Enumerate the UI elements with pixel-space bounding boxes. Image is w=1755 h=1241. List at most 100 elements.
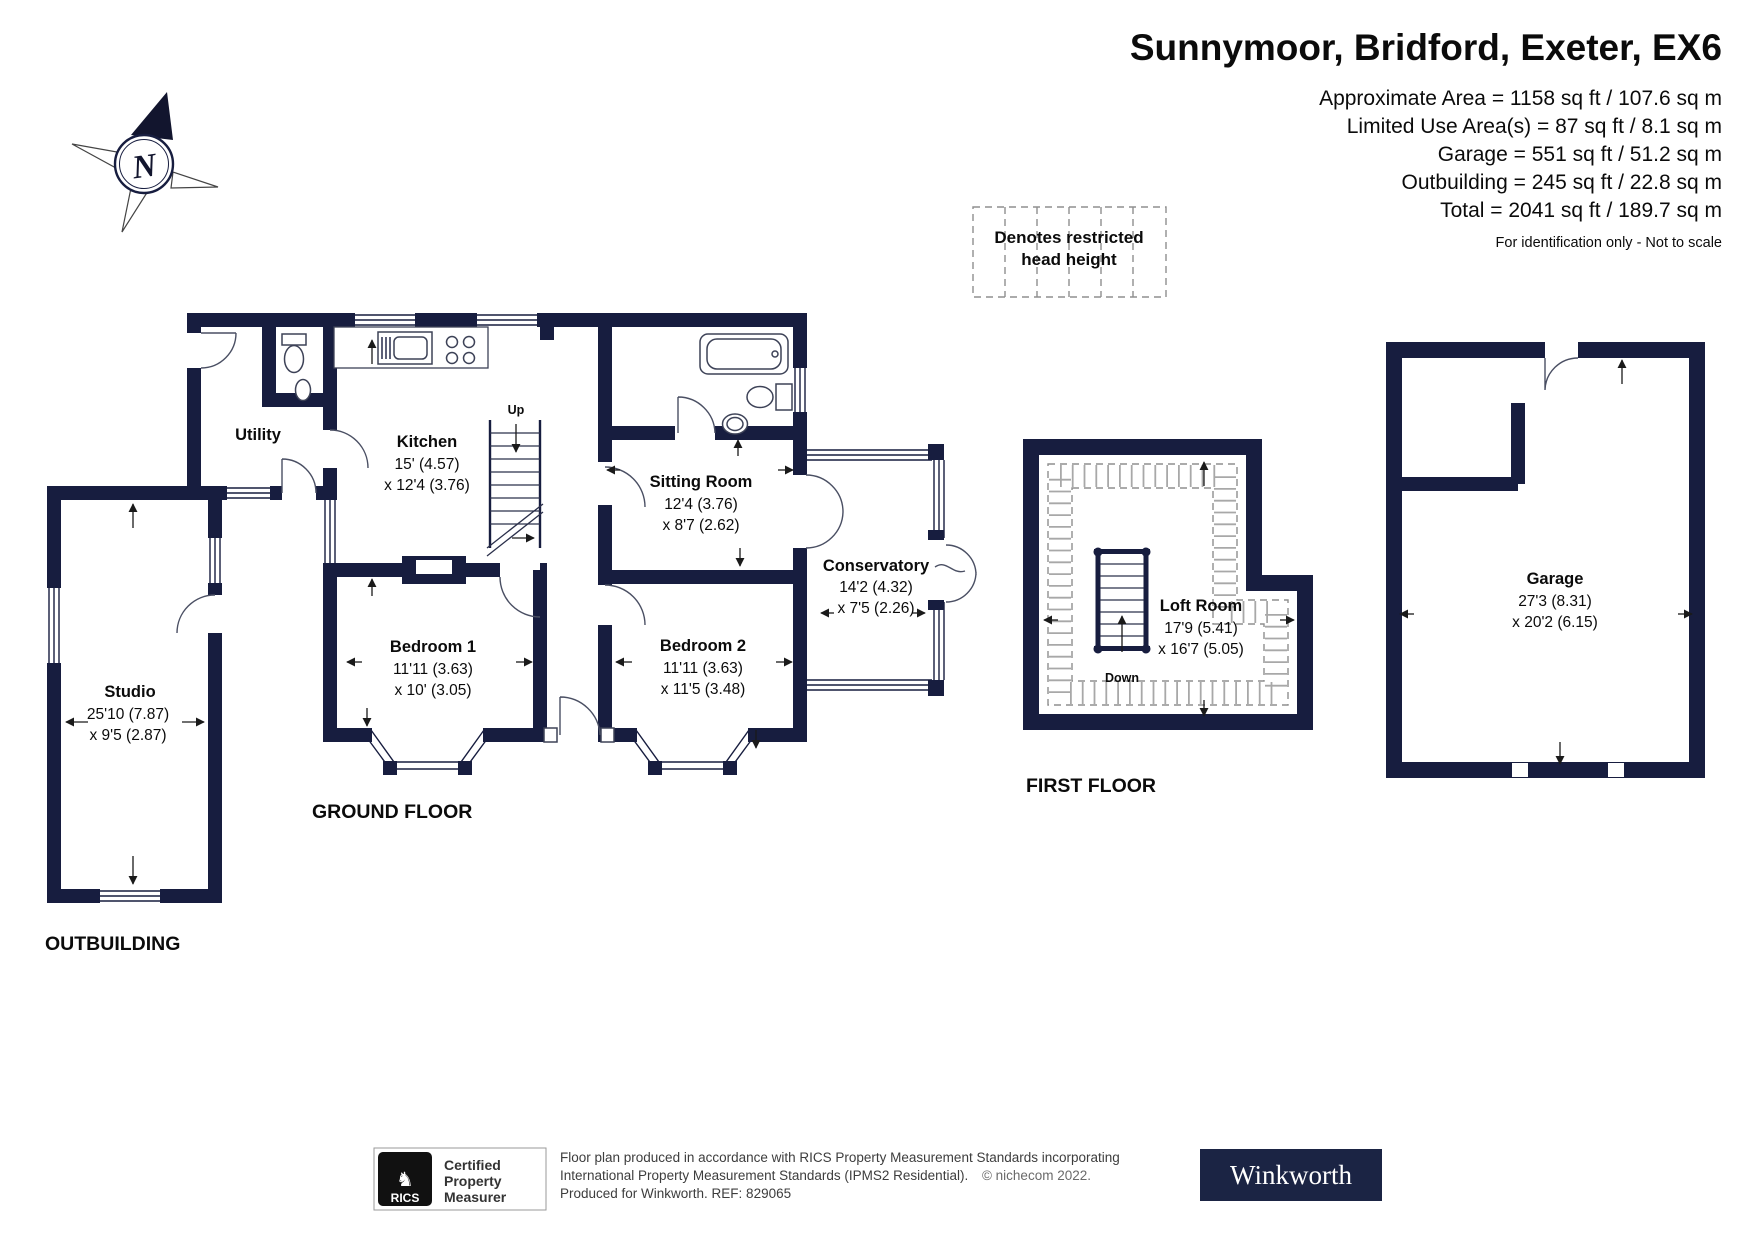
rics-cert-line3: Measurer <box>444 1189 507 1205</box>
garage-door-arc <box>1544 357 1579 391</box>
garage-internal-walls <box>1402 403 1525 491</box>
disclaimer-line2-text: International Property Measurement Stand… <box>560 1168 968 1183</box>
room-dim: 11'11 (3.63) <box>393 661 473 678</box>
room-label-loft-room: Loft Room <box>1160 597 1242 615</box>
restricted-inner-dash <box>1071 487 1265 682</box>
first-floor-label: FIRST FLOOR <box>1026 775 1156 797</box>
compass-east-point <box>170 171 219 189</box>
rics-cert-line1: Certified <box>444 1157 501 1173</box>
compass-north-point <box>131 92 173 140</box>
outbuilding-walls <box>47 489 222 903</box>
rics-logo <box>378 1152 432 1206</box>
room-label-utility: Utility <box>235 426 282 444</box>
stairs-down: Down <box>1093 547 1151 685</box>
room-label-sitting-room: Sitting Room <box>650 473 753 491</box>
footer: ♞ RICS Certified Property Measurer Floor… <box>373 1147 1382 1211</box>
scale-note: For identification only - Not to scale <box>1496 235 1722 251</box>
outbuilding-label: OUTBUILDING <box>45 933 180 955</box>
bathroom-fixtures <box>699 333 793 435</box>
room-label-kitchen: Kitchen <box>397 433 458 451</box>
conservatory-structure <box>805 444 977 696</box>
compass-inner-circle <box>119 139 169 189</box>
room-dim: x 16'7 (5.05) <box>1158 641 1244 658</box>
first-floor-dimension-arrows <box>1043 461 1295 717</box>
room-dim: 12'4 (3.76) <box>664 496 738 513</box>
room-dim: 27'3 (8.31) <box>1518 593 1592 610</box>
legend-line2: head height <box>1021 250 1117 269</box>
room-label-bedroom1: Bedroom 1 <box>390 638 476 656</box>
ground-floor-label: GROUND FLOOR <box>312 801 472 823</box>
outbuilding-plan: Studio 25'10 (7.87) x 9'5 (2.87) OUTBUIL… <box>45 489 222 955</box>
disclaimer-line1: Floor plan produced in accordance with R… <box>560 1150 1120 1165</box>
winkworth-brand-text: Winkworth <box>1230 1160 1352 1190</box>
ground-dimension-arrows <box>346 339 926 749</box>
sidelight-window <box>600 727 615 743</box>
stairs-up: Up <box>486 403 544 557</box>
disclaimer-line3: Produced for Winkworth. REF: 829065 <box>560 1186 791 1201</box>
area-line: Outbuilding = 245 sq ft / 22.8 sq m <box>1402 171 1722 194</box>
compass-south-point <box>121 187 149 233</box>
studio-door-arc <box>176 594 216 634</box>
first-floor-walls <box>1023 439 1313 730</box>
area-line: Approximate Area = 1158 sq ft / 107.6 sq… <box>1319 87 1722 110</box>
rics-brand-text: RICS <box>391 1191 420 1205</box>
fireplace <box>416 560 452 574</box>
room-dim: x 20'2 (6.15) <box>1512 614 1598 631</box>
rics-lion-icon: ♞ <box>396 1167 414 1191</box>
room-dim: x 7'5 (2.26) <box>837 600 914 617</box>
garage-pier-gap <box>1608 763 1624 777</box>
ground-floor-plan: Up <box>47 313 977 823</box>
outbuilding-dimension-arrows <box>65 503 205 885</box>
area-line: Garage = 551 sq ft / 51.2 sq m <box>1438 143 1722 166</box>
bay-window-bedroom1 <box>358 728 497 775</box>
sidelight-window <box>543 727 558 743</box>
compass-west-point <box>71 143 118 169</box>
compass-circle <box>113 133 175 195</box>
label-leader-line <box>934 564 966 573</box>
room-dim: 25'10 (7.87) <box>87 706 169 723</box>
outbuilding-windows <box>47 538 222 903</box>
garage-walls <box>1386 342 1705 778</box>
room-dim: x 12'4 (3.76) <box>384 477 470 494</box>
area-line: Limited Use Area(s) = 87 sq ft / 8.1 sq … <box>1347 115 1722 138</box>
copyright-text: © nichecom 2022. <box>982 1168 1091 1183</box>
stairs-down-label: Down <box>1105 671 1139 685</box>
room-dim: x 11'5 (3.48) <box>661 681 746 698</box>
legend-line1: Denotes restricted <box>994 228 1143 247</box>
room-dim: 14'2 (4.32) <box>839 579 913 596</box>
toilet-icon <box>281 333 307 346</box>
ground-walls <box>47 313 807 742</box>
garage-plan: Garage 27'3 (8.31) x 20'2 (6.15) <box>1386 342 1705 778</box>
room-label-garage: Garage <box>1527 570 1584 588</box>
basin-icon <box>294 378 312 402</box>
room-dim: 15' (4.57) <box>395 456 460 473</box>
restricted-head-height-band <box>1049 465 1287 704</box>
stairs-up-label: Up <box>508 403 525 417</box>
toilet-icon <box>775 383 793 411</box>
ground-windows <box>227 313 807 563</box>
area-line: Total = 2041 sq ft / 189.7 sq m <box>1440 199 1722 222</box>
winkworth-logo <box>1200 1149 1382 1201</box>
garage-dimension-arrows <box>1399 359 1693 765</box>
page-title: Sunnymoor, Bridford, Exeter, EX6 <box>1130 27 1722 68</box>
north-compass-icon: N <box>71 92 219 233</box>
garage-pier-gap <box>1512 763 1528 777</box>
kitchen-counter <box>333 326 489 369</box>
room-dim: x 10' (3.05) <box>394 682 471 699</box>
cloakroom-fixtures <box>281 333 312 402</box>
room-label-conservatory: Conservatory <box>823 557 930 575</box>
room-dim: 11'11 (3.63) <box>663 660 743 677</box>
title-block: Sunnymoor, Bridford, Exeter, EX6 Approxi… <box>1130 27 1722 251</box>
room-label-bedroom2: Bedroom 2 <box>660 637 746 655</box>
hob-icon <box>445 335 459 349</box>
restricted-outer-dash <box>1047 463 1289 706</box>
first-floor-plan: Down Loft Room 17'9 (5.41) x 16'7 (5.05)… <box>1023 439 1313 797</box>
room-dim: x 9'5 (2.87) <box>89 727 166 744</box>
room-dim: x 8'7 (2.62) <box>662 517 739 534</box>
legend-restricted-head-height: Denotes restricted head height <box>972 206 1167 298</box>
rics-cert-line2: Property <box>444 1173 502 1189</box>
disclaimer-line2: International Property Measurement Stand… <box>560 1168 1091 1183</box>
bay-window-bedroom2 <box>623 728 762 775</box>
